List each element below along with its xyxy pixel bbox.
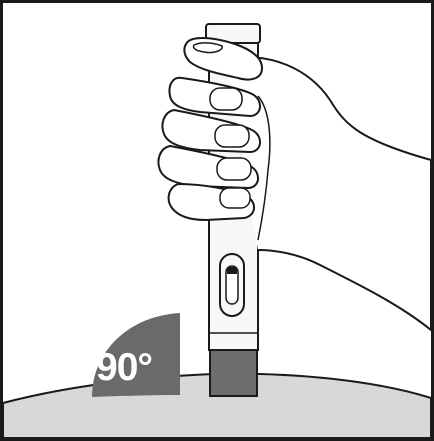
palm-crease: [257, 95, 271, 241]
thumbnail: [192, 42, 223, 54]
angle-indicator: [92, 313, 180, 397]
pen-window-marker: [227, 267, 237, 274]
fingernail-middle: [214, 124, 250, 148]
fingernail-ring: [216, 157, 252, 181]
pen-needle-cover: [209, 347, 258, 397]
angle-label: 90°: [96, 346, 152, 389]
fingernail-little: [219, 187, 251, 209]
hand-back: [225, 56, 432, 333]
pen-window: [225, 265, 239, 305]
fingernail-index: [209, 87, 243, 111]
